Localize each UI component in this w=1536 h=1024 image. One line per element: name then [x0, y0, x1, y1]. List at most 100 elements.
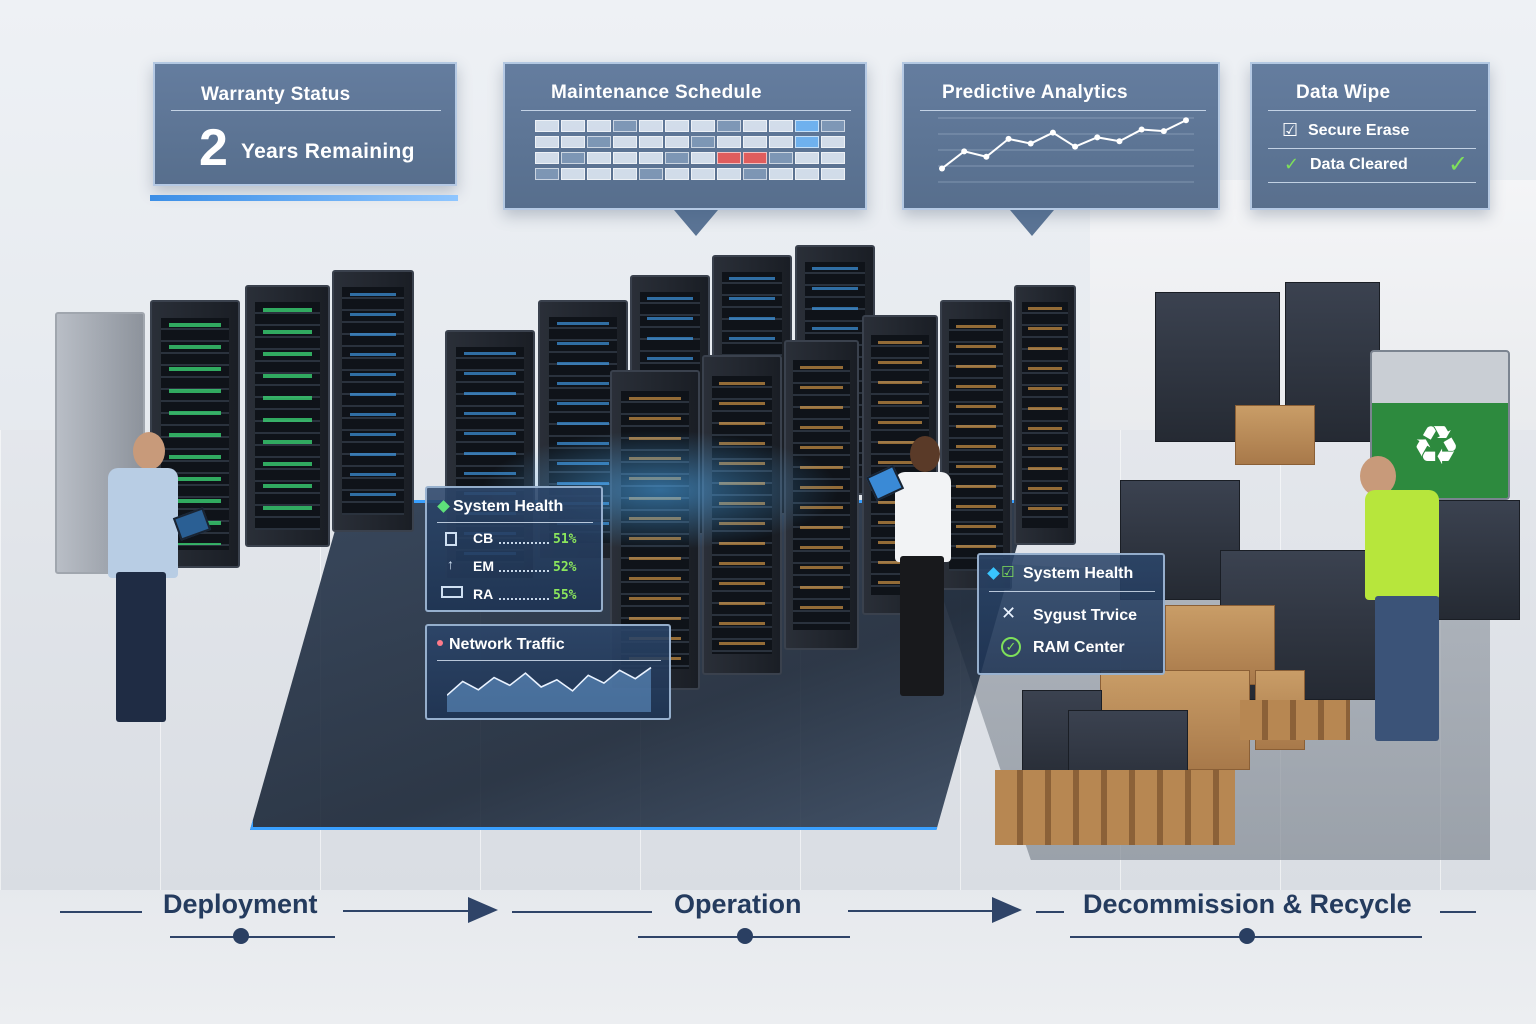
schedule-cell — [587, 120, 611, 132]
panel-title: System Health — [1023, 565, 1134, 582]
wipe-item-secure-erase: Secure Erase — [1308, 122, 1410, 139]
system-health-panel-right: ☑ System Health ✕ Sygust Trvice ✓ RAM Ce… — [977, 553, 1165, 675]
divider — [521, 110, 851, 111]
schedule-cell — [613, 168, 637, 180]
health-metric-value: 51% — [553, 532, 577, 547]
pallet — [1240, 700, 1350, 740]
technician-recycle — [1335, 456, 1445, 746]
schedule-cell — [821, 168, 845, 180]
checkbox-icon: ☑ — [1282, 120, 1299, 140]
schedule-cell — [743, 152, 767, 164]
schedule-cell — [587, 136, 611, 148]
data-point — [1183, 117, 1189, 124]
panel-title: Predictive Analytics — [942, 82, 1128, 103]
data-point — [939, 165, 945, 172]
data-point — [1116, 138, 1123, 145]
schedule-cell — [743, 136, 767, 148]
divider — [1268, 148, 1476, 149]
schedule-cell — [561, 168, 585, 180]
stage-marker-dot — [737, 928, 753, 944]
arrow-up-icon: ↑ — [447, 556, 454, 572]
schedule-cell — [639, 168, 663, 180]
health-metric-value: 52% — [553, 560, 577, 575]
health-metric-label: EM — [473, 558, 494, 574]
schedule-cell — [613, 136, 637, 148]
schedule-cell — [535, 168, 559, 180]
status-diamond-icon — [437, 500, 450, 513]
stage-operation: Operation — [674, 889, 802, 919]
schedule-cell — [691, 120, 715, 132]
schedule-cell — [639, 136, 663, 148]
timeline-line — [343, 910, 468, 912]
panel-title: Network Traffic — [449, 636, 565, 653]
ram-icon — [441, 586, 463, 598]
schedule-cell — [665, 168, 689, 180]
warranty-years-label: Years Remaining — [241, 140, 415, 163]
tablet-icon — [172, 507, 212, 541]
schedule-cell — [613, 120, 637, 132]
schedule-cell — [769, 152, 793, 164]
divider — [437, 660, 661, 661]
schedule-cell — [821, 136, 845, 148]
panel-title: Maintenance Schedule — [551, 82, 762, 103]
schedule-cell — [639, 152, 663, 164]
schedule-cell — [639, 120, 663, 132]
checkbox-icon: ☑ — [1001, 564, 1015, 581]
schedule-cell — [795, 168, 819, 180]
divider — [989, 591, 1155, 592]
schedule-cell — [795, 136, 819, 148]
server-rack — [1014, 285, 1076, 545]
technician-deployment — [98, 432, 212, 742]
schedule-cell — [587, 152, 611, 164]
data-point — [1072, 143, 1079, 150]
data-point — [1094, 134, 1101, 141]
divider — [171, 110, 441, 111]
stage-decommission-recycle: Decommission & Recycle — [1083, 889, 1412, 919]
divider — [1268, 182, 1476, 183]
server-rack — [245, 285, 330, 547]
status-diamond-icon — [987, 567, 1000, 580]
schedule-cell — [665, 136, 689, 148]
data-point — [1138, 126, 1145, 133]
schedule-cell — [821, 152, 845, 164]
server-rack — [940, 300, 1012, 590]
panel-pointer — [674, 210, 718, 236]
schedule-cell — [691, 168, 715, 180]
timeline-line — [1036, 911, 1064, 913]
data-point — [1160, 128, 1167, 135]
schedule-cell — [795, 152, 819, 164]
warranty-status-panel: Warranty Status 2 Years Remaining — [153, 62, 457, 186]
schedule-cell — [561, 152, 585, 164]
recycle-icon: ♻ — [1412, 416, 1461, 476]
timeline-line — [848, 910, 993, 912]
data-point — [1027, 140, 1034, 147]
schedule-cell — [795, 120, 819, 132]
panel-stand — [150, 195, 458, 201]
divider — [437, 522, 593, 523]
divider — [1268, 110, 1476, 111]
schedule-cell — [743, 120, 767, 132]
schedule-cell — [535, 136, 559, 148]
server-rack — [332, 270, 414, 532]
timeline-line — [1440, 911, 1476, 913]
schedule-cell — [561, 120, 585, 132]
schedule-cell — [717, 168, 741, 180]
check-circle-icon: ✓ — [1001, 637, 1021, 657]
check-icon: ✓ — [1448, 151, 1469, 178]
schedule-cell — [561, 136, 585, 148]
health-service-label: Sygust Trvice — [1033, 607, 1138, 624]
panel-title: Data Wipe — [1296, 82, 1391, 103]
maintenance-schedule-panel: Maintenance Schedule — [503, 62, 867, 210]
schedule-cell — [535, 152, 559, 164]
wipe-item-data-cleared: Data Cleared — [1310, 156, 1408, 173]
health-service-label: RAM Center — [1033, 639, 1125, 656]
schedule-cell — [587, 168, 611, 180]
cardboard-box — [1235, 405, 1315, 465]
stage-marker-dot — [233, 928, 249, 944]
metric-leader — [499, 542, 549, 544]
panel-title: Warranty Status — [201, 84, 351, 105]
schedule-grid — [535, 120, 855, 200]
arrow-right-icon — [992, 897, 1022, 923]
schedule-cell — [665, 152, 689, 164]
schedule-cell — [691, 136, 715, 148]
